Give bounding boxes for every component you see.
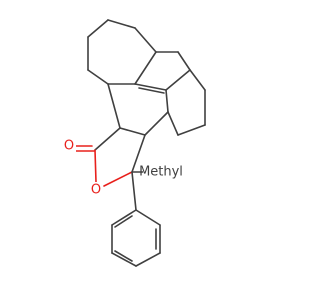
bond-a1 [107,19,136,29]
carbonyl-oxygen-label-bg [62,138,76,154]
bond-phenyl-attach [131,171,137,211]
phenyl-bond-3 [135,252,161,267]
bond-a7 [134,27,157,53]
phenyl-bond-4 [111,252,137,267]
ring-oxygen-label: O [91,183,101,198]
phenyl-bond-1 [135,209,161,226]
bond-b2 [177,51,191,71]
bond-b3 [189,69,206,91]
bond-b7 [165,89,169,113]
bond-b6 [167,111,179,136]
phenyl-double-2 [114,250,133,262]
bond-c2 [165,69,191,91]
bond-l4 [131,134,146,173]
methyl-label: Methyl [139,165,183,180]
bond-a6 [134,51,157,85]
ring-oxygen-label-bg [89,182,103,198]
bond-l2-co [94,149,97,183]
bond-l3-oc [103,171,133,187]
bond-c5 [107,83,121,129]
bond-c4 [119,127,146,136]
phenyl-double-3 [114,215,133,228]
methyl-label-bg [143,164,179,180]
bond-l1 [94,127,121,151]
carbonyl-oxygen-label: O [64,139,74,154]
molecule-diagram: O O Methyl [62,19,206,267]
bond-c1-double [138,87,165,94]
bond-c1 [134,83,167,91]
bond-c3 [144,111,169,136]
atom-label-layer: O O Methyl [62,138,183,198]
bond-layer [75,19,206,267]
phenyl-bond-6 [111,209,137,226]
bond-a4 [87,69,109,85]
bond-b5 [177,124,206,136]
bond-a2 [87,19,109,38]
